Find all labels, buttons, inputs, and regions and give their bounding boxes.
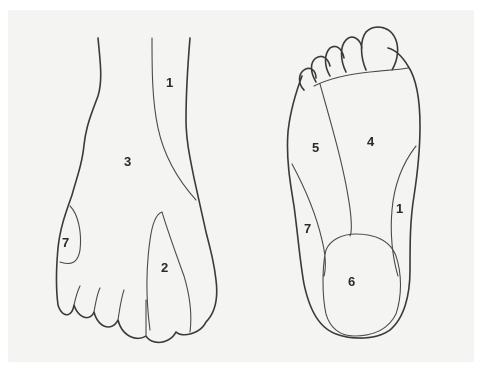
dorsal-label-1: 1	[166, 75, 173, 90]
dorsal-region-2-border	[147, 212, 191, 332]
dorsal-foot: 1 3 7 2	[57, 38, 217, 342]
plantar-label-4: 4	[367, 134, 375, 149]
dorsal-toe-line-3	[118, 290, 124, 320]
dorsal-toe-line-1	[74, 286, 80, 305]
plantar-center-line	[320, 84, 351, 236]
plantar-region-7-border	[292, 164, 325, 276]
plantar-big-toe	[362, 27, 398, 70]
dorsal-label-3: 3	[124, 154, 131, 169]
dorsal-foot-outline	[57, 38, 217, 342]
plantar-toe-2	[342, 37, 363, 72]
plantar-toe-5	[300, 68, 317, 90]
dorsal-toe-line-2	[94, 288, 100, 312]
plantar-label-1: 1	[396, 201, 403, 216]
plantar-heel-region-6	[323, 234, 401, 336]
plantar-label-5: 5	[312, 140, 319, 155]
dorsal-label-7: 7	[62, 235, 69, 250]
dorsal-region-1-border	[152, 38, 196, 200]
dorsal-label-2: 2	[161, 260, 168, 275]
plantar-foot: 5 4 1 7 6	[287, 27, 420, 338]
plantar-label-6: 6	[348, 274, 355, 289]
plantar-label-7: 7	[304, 221, 311, 236]
